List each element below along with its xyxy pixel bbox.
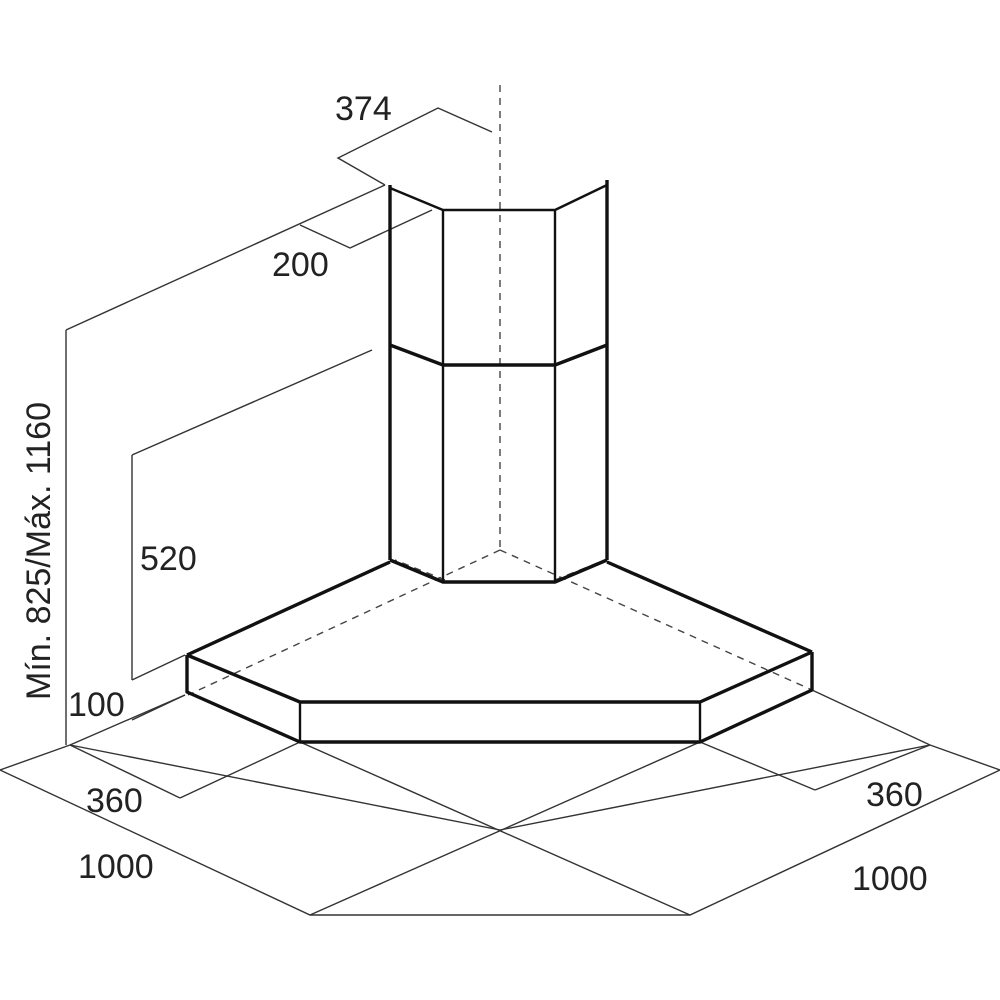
label-1000-right: 1000 — [852, 860, 928, 898]
dimension-total-height — [65, 184, 386, 745]
lower-chimney — [388, 345, 609, 584]
label-360-left: 360 — [86, 782, 143, 820]
label-520: 520 — [140, 540, 197, 578]
label-total-height: Mín. 825/Máx. 1160 — [20, 402, 58, 700]
label-360-right: 360 — [866, 776, 923, 814]
label-1000-left: 1000 — [78, 848, 154, 886]
label-374: 374 — [335, 90, 392, 128]
dimension-360-right — [699, 689, 931, 791]
hood-canopy — [185, 560, 814, 744]
label-100: 100 — [68, 686, 125, 724]
dimension-374 — [336, 107, 493, 186]
dimension-100 — [131, 654, 186, 721]
footprint-lines — [0, 741, 1000, 916]
upper-chimney — [388, 180, 609, 367]
dimension-520 — [131, 349, 373, 680]
dimension-200 — [299, 209, 433, 249]
label-200: 200 — [272, 246, 329, 284]
